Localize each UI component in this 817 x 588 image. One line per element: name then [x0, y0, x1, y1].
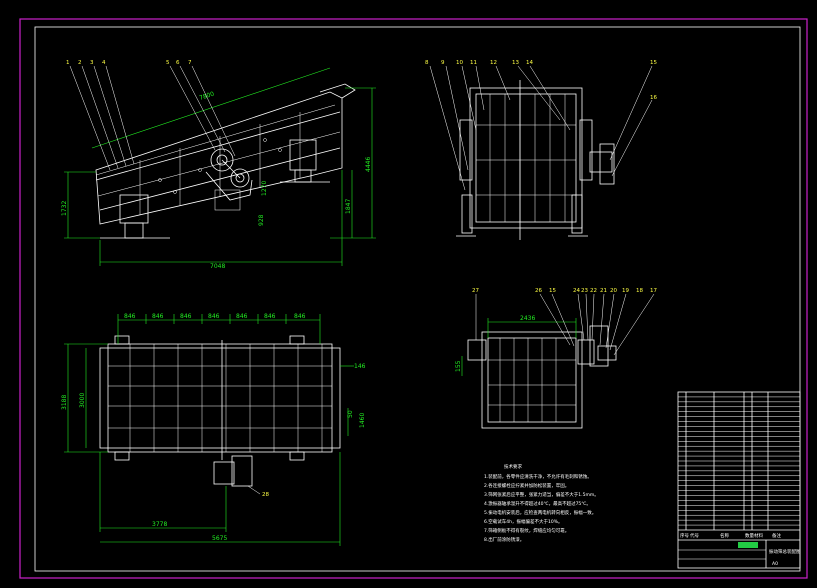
dim-section-side: 155 — [455, 360, 462, 372]
balloon-8: 8 — [425, 60, 429, 66]
dim-height-left: 1732 — [61, 201, 68, 216]
dim-right-a: 50 — [347, 410, 354, 418]
spacing-2: 846 — [152, 313, 164, 320]
balloon-7: 7 — [188, 60, 192, 66]
technical-notes: 技术要求 1.装配前，各零件应清洗干净，不允许有毛刺和锈蚀。 2.各连接螺栓应拧… — [484, 463, 599, 543]
balloon-4: 4 — [102, 60, 106, 66]
dim-incline: 1270 — [261, 181, 268, 196]
balloon-26: 26 — [535, 288, 542, 294]
spacing-7: 846 — [294, 313, 306, 320]
balloon-3: 3 — [90, 60, 94, 66]
tb-h1: 代号 — [690, 532, 699, 539]
balloon-21: 21 — [600, 288, 607, 294]
plan-view: 28 846 846 846 846 846 846 846 3188 3000… — [61, 313, 366, 546]
balloon-22: 22 — [590, 288, 597, 294]
balloon-18: 18 — [636, 288, 643, 294]
tb-h4: 材料 — [754, 532, 763, 539]
dim-right-b: 1460 — [359, 413, 366, 428]
tb-h3: 数量 — [745, 532, 754, 539]
spacing-4: 846 — [208, 313, 220, 320]
balloon-12: 12 — [490, 60, 497, 66]
dim-height-right: 1847 — [345, 199, 352, 214]
dim-right-top: 146 — [354, 363, 366, 370]
dim-overall: 5675 — [212, 535, 227, 542]
drawing-name: 振动筛总装配图 — [769, 548, 801, 555]
note-2: 2.各连接螺栓应拧紧并加防松装置，牢固。 — [484, 482, 569, 489]
spacing-1: 846 — [124, 313, 136, 320]
notes-heading: 技术要求 — [504, 463, 522, 470]
note-5: 5.振动电机安装后，应检查两电机转向相反，振幅一致。 — [484, 509, 596, 516]
end-view: 8 9 10 11 12 13 14 15 16 — [425, 60, 657, 240]
dim-drive: 3778 — [152, 521, 167, 528]
dim-spring: 928 — [258, 214, 265, 226]
side-view: 7048 7800 1732 1847 4446 928 1270 1 2 3 … — [61, 60, 376, 270]
title-block: 序号 代号 名称 数量 材料 备注 振动筛总装配图 A0 — [677, 391, 801, 569]
spacing-5: 846 — [236, 313, 248, 320]
balloon-13: 13 — [512, 60, 519, 66]
balloon-16: 16 — [650, 95, 657, 101]
balloon-1: 1 — [66, 60, 70, 66]
sheet-size: A0 — [772, 561, 778, 567]
tb-h2: 名称 — [720, 532, 729, 539]
balloon-14: 14 — [526, 60, 533, 66]
dim-width-inner: 3000 — [79, 393, 86, 408]
note-8: 8.出厂前涂防锈漆。 — [484, 536, 524, 543]
section-view: 2436 155 27 26 15 24 23 22 21 20 19 18 1… — [455, 288, 657, 429]
balloon-15b: 15 — [549, 288, 556, 294]
balloon-2: 2 — [78, 60, 82, 66]
parts-list-rows — [678, 396, 800, 526]
balloon-28: 28 — [262, 492, 269, 498]
note-3: 3.筛网张紧后应平整，张紧力适当，偏差不大于1.5mm。 — [484, 491, 599, 498]
balloon-9: 9 — [441, 60, 445, 66]
balloon-27: 27 — [472, 288, 479, 294]
dim-length: 7048 — [210, 263, 225, 270]
tb-h5: 备注 — [772, 532, 781, 539]
note-1: 1.装配前，各零件应清洗干净，不允许有毛刺和锈蚀。 — [484, 473, 592, 480]
note-7: 7.筛箱侧板不得有裂纹，焊缝应均匀可靠。 — [484, 527, 569, 534]
balloon-24: 24 — [573, 288, 580, 294]
balloon-19: 19 — [622, 288, 629, 294]
balloon-23: 23 — [581, 288, 588, 294]
dim-width-outer: 3188 — [61, 395, 68, 410]
company-logo — [738, 542, 758, 548]
outer-border — [19, 18, 808, 579]
balloon-10: 10 — [456, 60, 463, 66]
balloon-20: 20 — [610, 288, 617, 294]
inner-border — [34, 26, 801, 572]
balloon-15: 15 — [650, 60, 657, 66]
tb-h0: 序号 — [680, 532, 689, 539]
balloon-5: 5 — [166, 60, 170, 66]
dim-overall-height: 4446 — [365, 157, 372, 172]
dim-deck-length: 7800 — [198, 90, 215, 101]
balloon-11: 11 — [470, 60, 477, 66]
balloon-6: 6 — [176, 60, 180, 66]
spacing-6: 846 — [264, 313, 276, 320]
spacing-3: 846 — [180, 313, 192, 320]
balloon-17: 17 — [650, 288, 657, 294]
dim-section-width: 2436 — [520, 315, 535, 322]
note-6: 6.空载试车4h，振幅偏差不大于10%。 — [484, 518, 563, 525]
note-4: 4.激振器轴承温升不得超过40℃，最高不超过75℃。 — [484, 500, 591, 507]
